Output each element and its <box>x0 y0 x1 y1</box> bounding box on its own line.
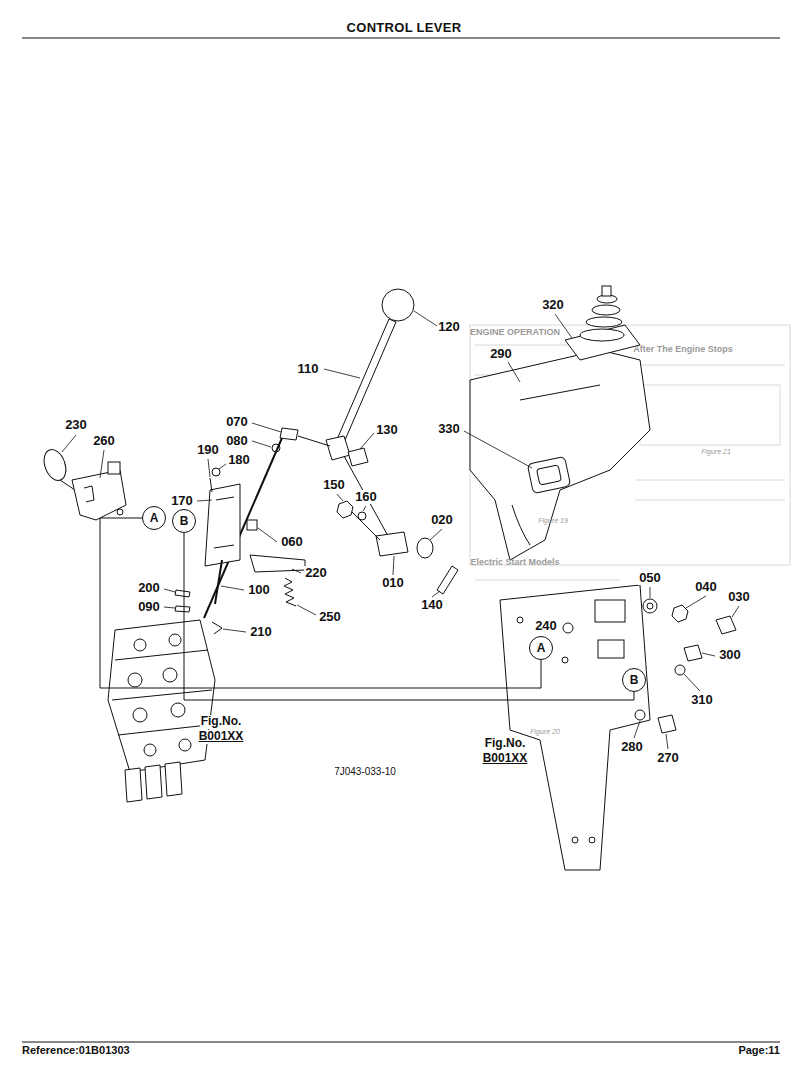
background-note: ENGINE OPERATION <box>470 328 560 338</box>
page-title: CONTROL LEVER <box>347 21 462 35</box>
drawing-code: 7J043-033-10 <box>333 766 397 777</box>
reference-letter: A <box>150 512 159 524</box>
reference-circle: B <box>622 668 646 692</box>
callout-number: 160 <box>354 490 378 504</box>
callout-number: 170 <box>170 494 194 508</box>
figure-note: Figure 19 <box>538 517 568 525</box>
reference-connector <box>184 533 634 700</box>
connector-line <box>184 533 634 700</box>
callout-number: 310 <box>690 693 714 707</box>
reference-circle: B <box>172 509 196 533</box>
callout-number: 040 <box>694 580 718 594</box>
figure-ref: Fig.No. <box>484 737 527 750</box>
callout-number: 050 <box>638 571 662 585</box>
callout-number: 130 <box>375 423 399 437</box>
callout-number: 100 <box>247 583 271 597</box>
background-note: Electric Start Models <box>470 558 559 568</box>
figure-note: Figure 20 <box>530 728 560 736</box>
callout-number: 230 <box>64 418 88 432</box>
callout-number: 030 <box>727 590 751 604</box>
background-note: After The Engine Stops <box>633 345 733 355</box>
callout-number: 180 <box>227 453 251 467</box>
callout-number: 120 <box>437 320 461 334</box>
callout-number: 270 <box>656 751 680 765</box>
footer-text: Reference:01B01303 <box>22 1044 130 1056</box>
reference-circle: A <box>529 636 553 660</box>
callout-number: 280 <box>620 740 644 754</box>
reference-letter: B <box>180 515 189 527</box>
reference-connector <box>100 518 541 688</box>
figure-note: Figure 21 <box>701 448 731 456</box>
connector-line <box>100 518 541 688</box>
callout-number: 080 <box>225 434 249 448</box>
callout-number: 250 <box>318 610 342 624</box>
callout-number: 260 <box>92 434 116 448</box>
callout-number: 060 <box>280 535 304 549</box>
callout-number: 300 <box>718 648 742 662</box>
callout-number: 240 <box>534 619 558 633</box>
figure-ref: B001XX <box>198 730 245 743</box>
callout-number: 220 <box>304 566 328 580</box>
figure-ref: B001XX <box>482 752 529 765</box>
callout-number: 320 <box>541 298 565 312</box>
callout-number: 090 <box>137 600 161 614</box>
callout-number: 150 <box>322 478 346 492</box>
callout-number: 110 <box>297 362 320 376</box>
callout-number: 020 <box>430 513 454 527</box>
callout-number: 010 <box>381 576 405 590</box>
callout-number: 140 <box>420 598 444 612</box>
callout-number: 200 <box>137 581 161 595</box>
callout-number: 210 <box>249 625 273 639</box>
callout-number: 190 <box>196 443 220 457</box>
footer-text: Page:11 <box>738 1044 780 1056</box>
callout-number: 070 <box>225 415 249 429</box>
reference-circle: A <box>142 506 166 530</box>
callout-number: 290 <box>489 347 513 361</box>
callout-number: 330 <box>437 422 461 436</box>
reference-letter: A <box>537 642 546 654</box>
figure-ref: Fig.No. <box>200 715 243 728</box>
reference-letter: B <box>630 674 639 686</box>
